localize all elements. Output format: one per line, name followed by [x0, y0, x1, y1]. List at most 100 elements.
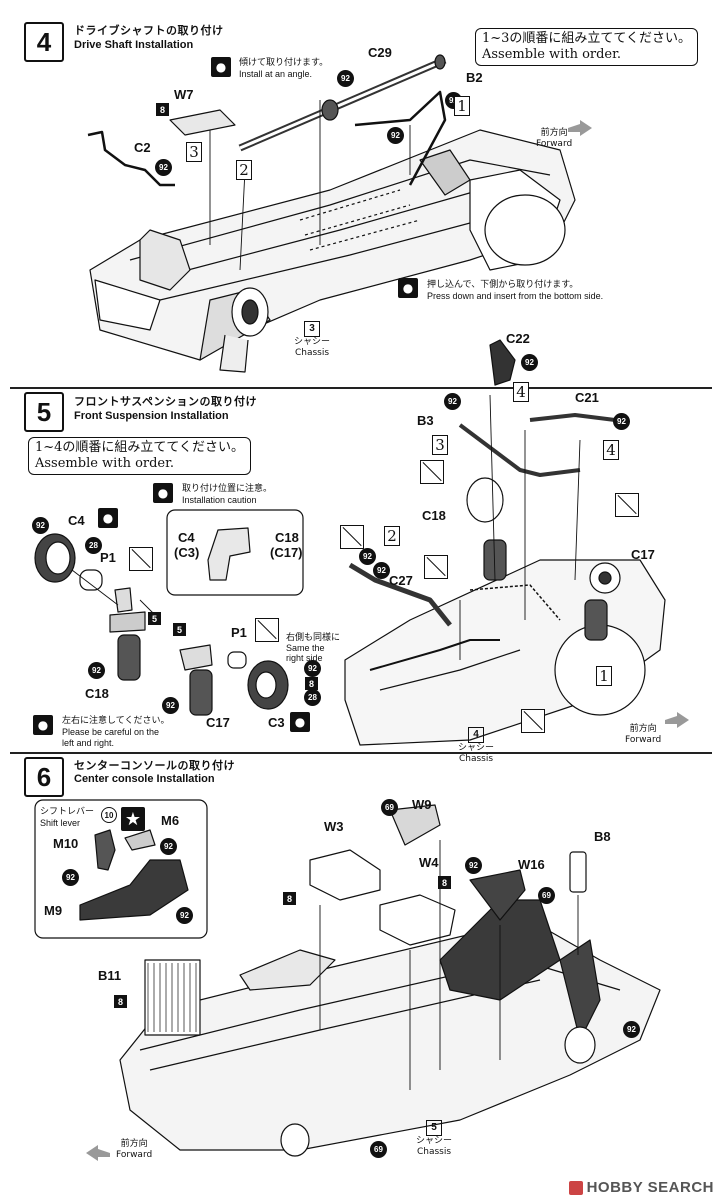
step4-tilt-en: Install at an angle.	[239, 69, 313, 79]
paint-92-tag: 92	[465, 857, 482, 874]
watermark: HOBBY SEARCH	[568, 1179, 714, 1196]
step4-tilt-jp: 傾けて取り付けます。	[239, 57, 329, 67]
chassis-jp: シャシー	[415, 1136, 452, 1146]
chassis-en: Chassis	[416, 1147, 452, 1157]
part-p1-right: P1	[231, 625, 247, 640]
order-number-1: 1	[454, 96, 470, 116]
part-c21: C21	[575, 390, 599, 405]
paint-92-tag: 92	[521, 354, 538, 371]
step5-order-note-jp: 1~4の順番に組み立ててください。	[35, 440, 245, 455]
step6-forward-label: 前方向 Forward	[116, 1139, 152, 1161]
part-c3: C3	[268, 715, 285, 730]
part-c2: C2	[134, 140, 151, 155]
step5-wheel-parts	[34, 533, 289, 716]
paint-92-tag: 92	[623, 1021, 640, 1038]
tag-8: 8	[305, 677, 318, 690]
step4-press-en: Press down and insert from the bottom si…	[427, 291, 604, 301]
step4-order-note-en: Assemble with order.	[482, 47, 622, 62]
step4-order-note-jp: 1~3の順番に組み立ててください。	[482, 31, 692, 46]
step4-chassis-tag: 3 シャシー Chassis	[289, 316, 335, 359]
step6-chassis-drawing	[119, 804, 661, 1157]
shift-lever-en: Shift lever	[40, 818, 81, 828]
step6-number: 6	[24, 757, 64, 797]
glue-icon: ●	[290, 712, 310, 732]
paint-92-tag: 92	[304, 660, 321, 677]
part-w7: W7	[174, 87, 194, 102]
part-m9: M9	[44, 903, 63, 918]
paint-92-tag: 92	[373, 562, 390, 579]
forward-jp: 前方向	[540, 128, 568, 138]
paint-92-tag: 92	[337, 70, 354, 87]
part-c17: C17	[206, 715, 230, 730]
forward-en: Forward	[625, 735, 662, 745]
paint-92-tag: 92	[160, 838, 177, 855]
tag-69: 69	[381, 799, 398, 816]
no-glue-icon	[424, 555, 448, 579]
forward-jp: 前方向	[629, 724, 657, 734]
step4-number: 4	[24, 22, 64, 62]
chassis-jp: シャシー	[293, 337, 330, 347]
forward-en: Forward	[536, 139, 573, 149]
tag-5: 5	[148, 612, 161, 625]
part-c17-assembly: C17	[631, 547, 655, 562]
same-right-en-1: Same the	[286, 643, 325, 653]
tag-69: 69	[538, 887, 555, 904]
watermark-text: HOBBY SEARCH	[586, 1179, 714, 1196]
tag-28: 28	[85, 537, 102, 554]
part-w7-tag: 8	[156, 103, 169, 116]
no-glue-icon	[615, 493, 639, 517]
part-c27: C27	[389, 573, 413, 588]
step5-chassis-tag: 4 シャシー Chassis	[453, 722, 499, 765]
tag-28: 28	[304, 689, 321, 706]
chassis-jp: シャシー	[457, 743, 494, 753]
forward-en: Forward	[116, 1150, 153, 1160]
order-number-1: 1	[596, 666, 612, 686]
step4-title-jp: ドライブシャフトの取り付け	[74, 24, 224, 37]
tag-8: 8	[438, 876, 451, 889]
step5-caution-en: Installation caution	[182, 495, 257, 505]
w7-part-drawing	[169, 109, 236, 136]
step4-press-jp: 押し込んで、下側から取り付けます。	[427, 279, 579, 289]
step5-title-jp: フロントサスペンションの取り付け	[74, 395, 258, 408]
no-glue-icon	[420, 460, 444, 484]
forward-jp: 前方向	[120, 1139, 148, 1149]
paint-92-tag: 92	[88, 662, 105, 679]
chassis-number: 5	[426, 1120, 442, 1136]
same-right-en-2: right side	[286, 653, 323, 663]
paint-92-tag: 92	[62, 869, 79, 886]
paint-92-tag: 92	[32, 517, 49, 534]
careful-en-1: Please be careful on the	[62, 727, 160, 737]
chassis-number: 4	[468, 727, 484, 743]
paint-92-tag: 92	[387, 127, 404, 144]
step4-chassis-drawing	[89, 129, 576, 373]
glue-icon: ●	[211, 57, 231, 77]
inset-c18: C18	[275, 530, 299, 545]
no-glue-icon	[521, 709, 545, 733]
chassis-number: 3	[304, 321, 320, 337]
glue-icon: ●	[398, 278, 418, 298]
step5-title-en: Front Suspension Installation	[74, 410, 229, 422]
step6-title-en: Center console Installation	[74, 773, 215, 785]
tag-69: 69	[370, 1141, 387, 1158]
same-right-jp: 右側も同様に	[286, 632, 341, 642]
order-number-3: 3	[186, 142, 202, 162]
chassis-en: Chassis	[458, 754, 494, 764]
order-number-4: 4	[513, 382, 529, 402]
section-divider	[10, 387, 712, 389]
step5-order-note-en: Assemble with order.	[35, 456, 175, 471]
part-c22: C22	[506, 331, 530, 346]
star-icon: ★	[121, 807, 145, 831]
step6-title-jp: センターコンソールの取り付け	[74, 759, 235, 772]
tag-8: 8	[114, 995, 127, 1008]
inset-c3: (C3)	[174, 545, 200, 560]
step5-number: 5	[24, 392, 64, 432]
paint-92-tag: 92	[359, 548, 376, 565]
part-m6: M6	[161, 813, 180, 828]
paint-92-tag: 92	[613, 413, 630, 430]
inset-c4: C4	[178, 530, 195, 545]
shift-lever-jp: シフトレバー	[40, 806, 95, 816]
glue-icon: ●	[98, 508, 118, 528]
part-b2: B2	[466, 70, 483, 85]
section-divider	[10, 752, 712, 754]
part-w3: W3	[324, 819, 344, 834]
